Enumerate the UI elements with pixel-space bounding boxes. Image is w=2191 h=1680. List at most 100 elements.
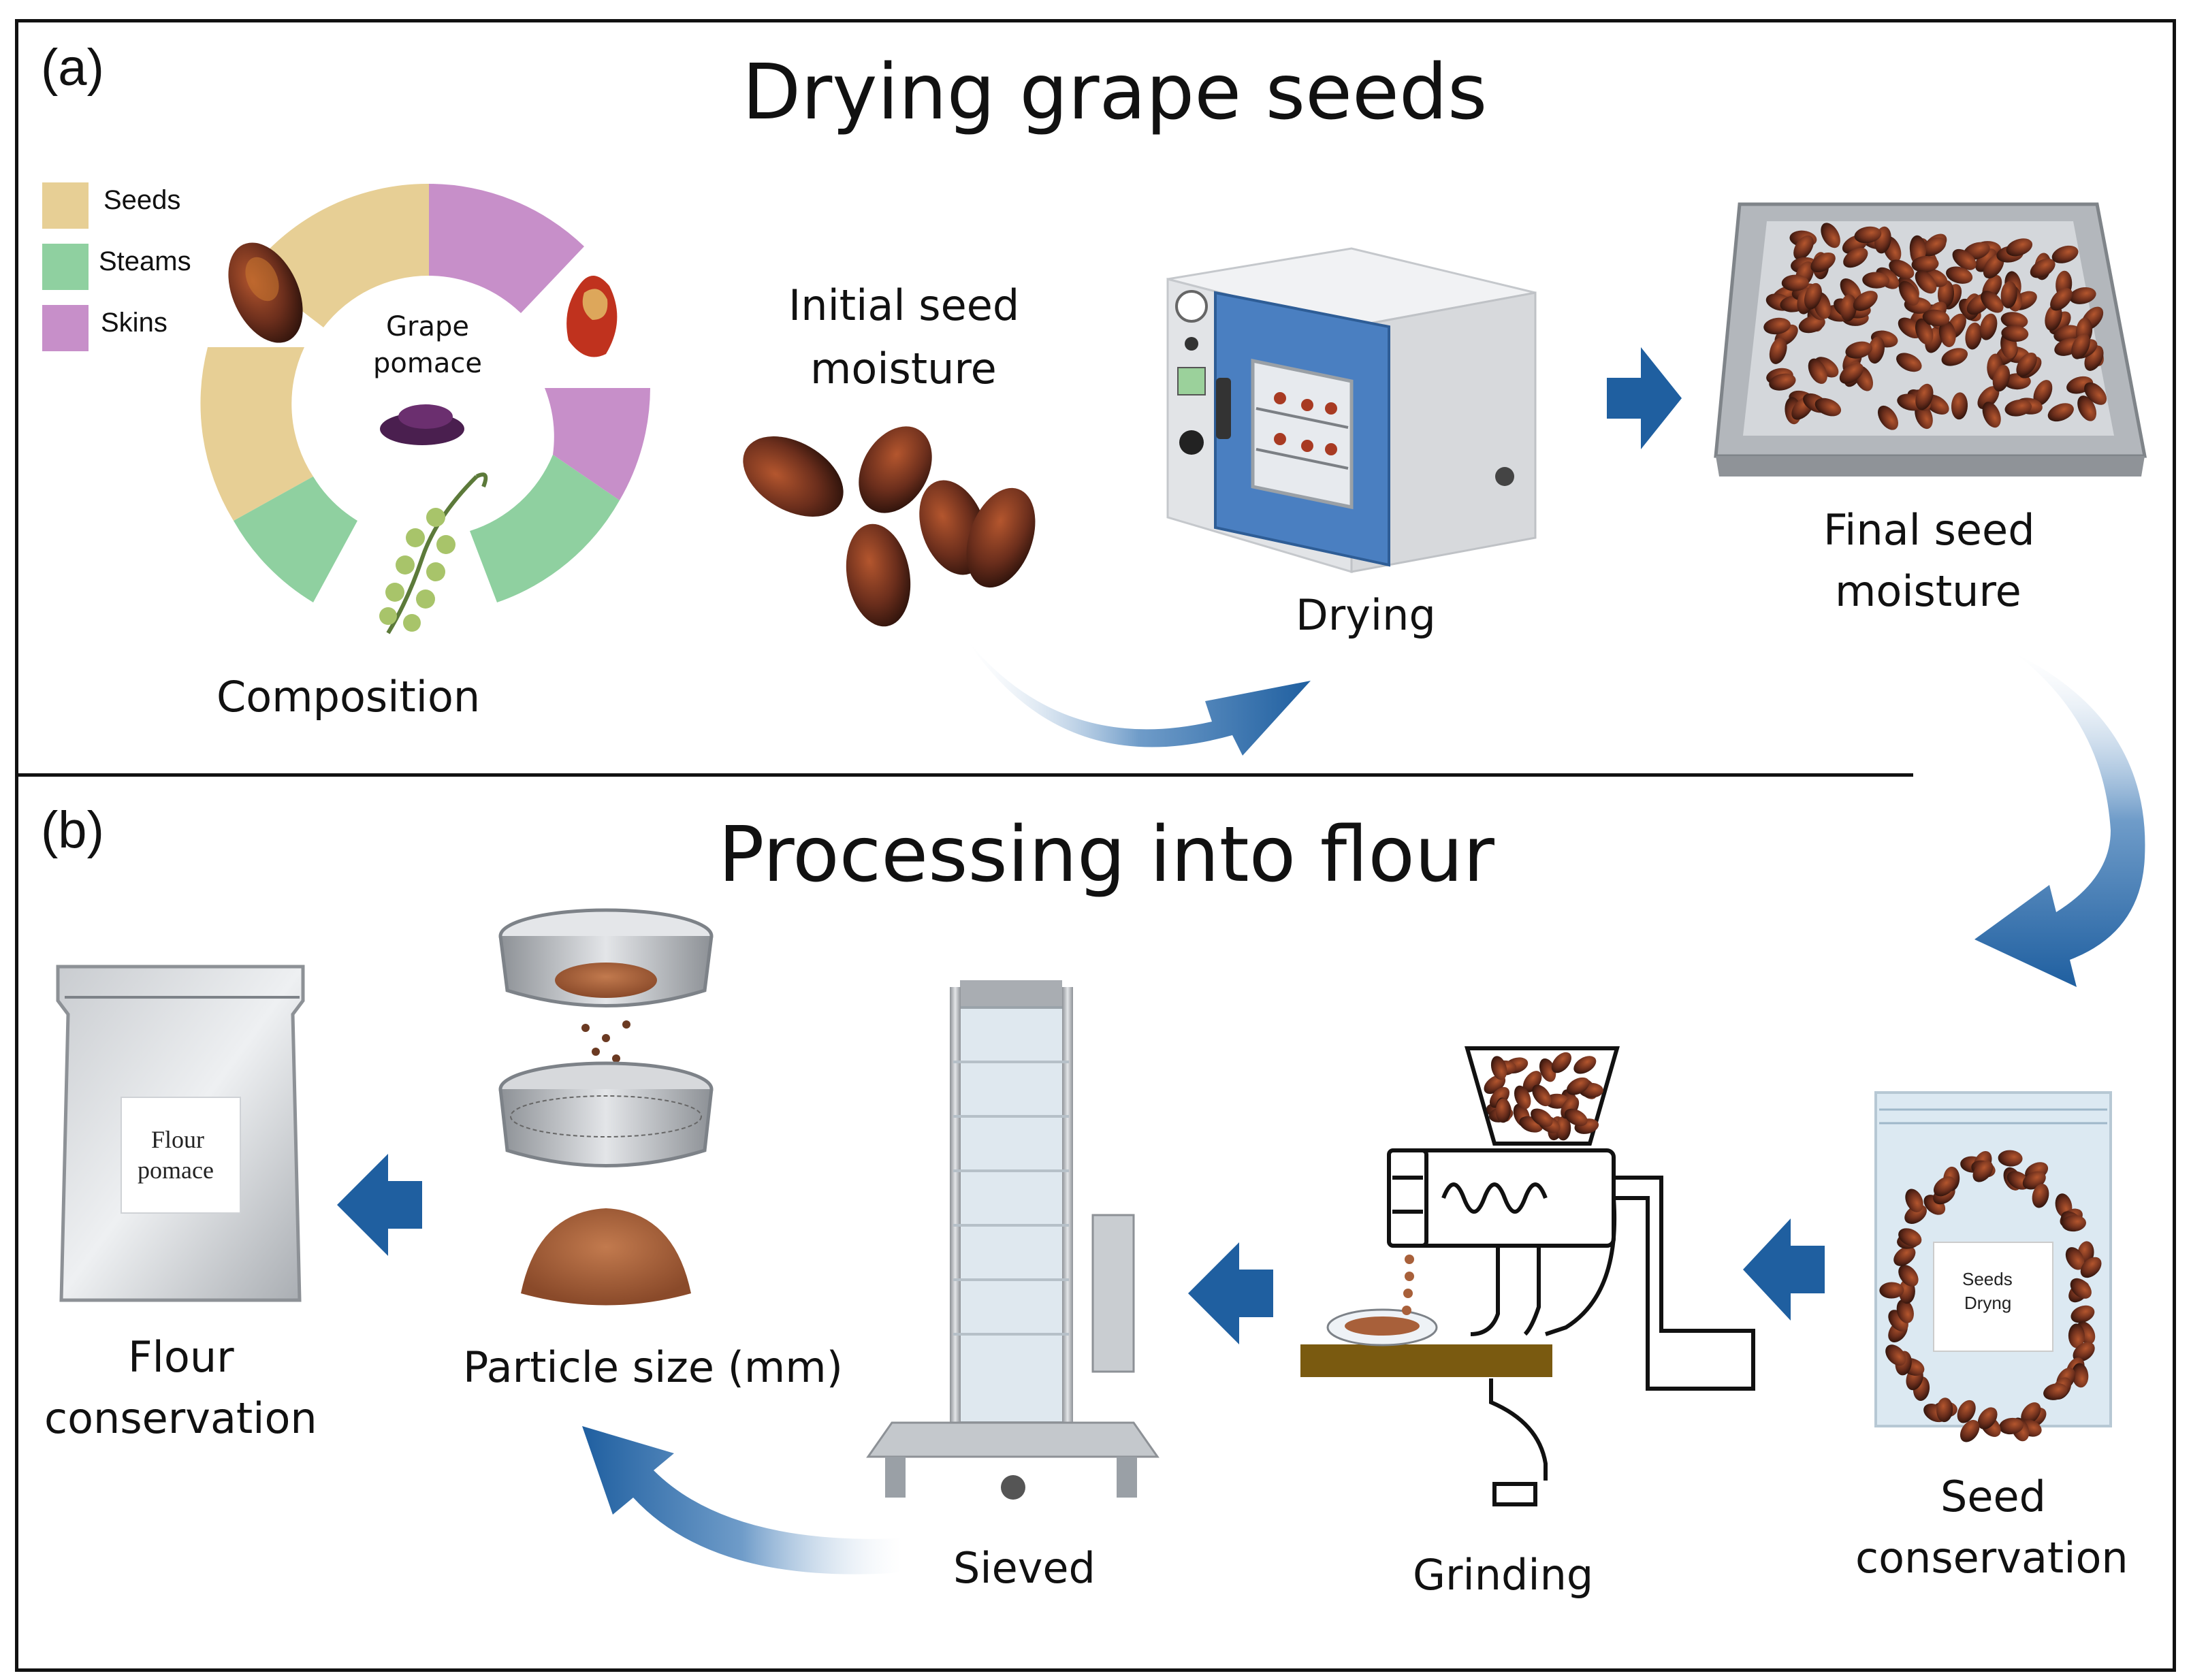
seed-dot: [1998, 1150, 2023, 1167]
flour-pile-icon: [521, 1208, 691, 1306]
legend-label-skins: Skins: [101, 308, 167, 338]
seed-dot: [1893, 1246, 1916, 1266]
seed-dot: [1933, 1176, 1955, 1197]
seed-dot: [1979, 313, 1998, 340]
curved-arrow-to-particle: [582, 1426, 902, 1574]
seed-bag-label-line1: Seeds: [1962, 1269, 2013, 1289]
panel-a-frame: [15, 19, 2176, 779]
seed-dot: [2000, 312, 2028, 329]
seed-dot: [1798, 315, 1825, 334]
seed-dot: [1551, 1052, 1571, 1073]
seed-dot: [1763, 317, 1791, 335]
caption-particle-size: Particle size (mm): [463, 1342, 843, 1392]
seed-dot: [1839, 363, 1864, 384]
seed-dot: [1957, 1400, 1976, 1423]
seed-dot: [1896, 353, 1922, 372]
caption-grinding: Grinding: [1413, 1550, 1594, 1600]
panel-b-title: Processing into flour: [718, 811, 1494, 899]
panel-divider: [15, 773, 1913, 777]
seed-dot: [1992, 365, 2011, 392]
seed-dot: [1938, 320, 1956, 347]
seed-dot: [1531, 1108, 1553, 1127]
seed-dot: [1898, 1228, 1922, 1246]
seed-dot: [1915, 318, 1934, 345]
caption-initial-moisture-line2: moisture: [810, 344, 997, 393]
seed-dot: [2073, 1342, 2095, 1362]
panel-a-tag: (a): [41, 39, 104, 97]
seed-bag-label-line2: Dryng: [1964, 1293, 2012, 1313]
seed-dot: [2032, 1183, 2049, 1208]
seed-dot: [1909, 235, 1926, 263]
legend-label-steams: Steams: [99, 246, 191, 276]
seed-dot: [1965, 322, 1982, 350]
caption-initial-moisture-line1: Initial seed: [788, 280, 1020, 330]
seed-dot: [2001, 325, 2029, 342]
composition-donut: [200, 183, 650, 602]
seed-dot: [1862, 272, 1890, 289]
seed-dot: [1781, 274, 1809, 291]
seed-dot: [1889, 259, 1915, 279]
seed-dot: [1981, 291, 2004, 313]
seed-dot: [1977, 1407, 1998, 1429]
seed-dot: [1977, 386, 2000, 410]
seed-dot: [1840, 294, 1857, 322]
caption-final-moisture-line1: Final seed: [1823, 505, 2035, 555]
arrow-to-sieved: [1188, 1242, 1273, 1344]
bag-seeds: [1879, 1150, 2102, 1442]
seed-dot: [2077, 395, 2096, 421]
caption-flour-conservation-line2: conservation: [44, 1393, 317, 1443]
seed-dot: [1899, 280, 1919, 306]
seed-dot: [1878, 405, 1898, 430]
seed-dot: [1936, 1398, 1953, 1423]
seed-dot: [1898, 1265, 1919, 1287]
seed-dot: [2072, 1363, 2089, 1388]
donut-seeds-left: [200, 347, 313, 521]
seed-dot: [2006, 238, 2033, 257]
initial-seeds-icon: [743, 426, 1036, 627]
seed-dot: [1905, 1189, 1923, 1212]
caption-final-moisture-line2: moisture: [1835, 566, 2021, 616]
seed-dot: [2047, 403, 2074, 422]
seed-dot: [1565, 1108, 1588, 1127]
seed-dot: [2033, 380, 2053, 406]
seed-dot: [1556, 1116, 1571, 1141]
tray-seeds: [1763, 223, 2107, 430]
caption-seed-conservation-line1: Seed: [1940, 1472, 2046, 1521]
seed-dot: [1769, 337, 1787, 364]
seed-dot: [1769, 373, 1796, 391]
seed-dot: [2045, 304, 2062, 331]
caption-composition: Composition: [217, 672, 481, 722]
seed-dot: [1983, 254, 2004, 279]
caption-sieved: Sieved: [953, 1543, 1096, 1593]
seed-dot: [1879, 1282, 1904, 1299]
legend-label-seeds: Seeds: [103, 185, 181, 215]
seed-dot: [1793, 235, 1814, 260]
seed-dot: [1814, 398, 1842, 417]
flour-bag-label-line2: pomace: [138, 1157, 214, 1184]
seed-dot: [1566, 1077, 1590, 1095]
arrow-to-grinding: [1743, 1218, 1825, 1321]
seed-dot: [1853, 291, 1878, 311]
seed-dot: [1495, 1098, 1511, 1123]
drying-oven-icon: [1166, 247, 1537, 574]
seed-dot: [2030, 258, 2056, 278]
flour-bag-label-line1: Flour: [151, 1126, 205, 1153]
sieve-shaker-icon: [866, 980, 1160, 1500]
seed-dot: [1960, 1419, 1980, 1442]
donut-steams-left: [234, 476, 357, 602]
donut-center-label-line2: pomace: [373, 348, 482, 379]
grape-stem-icon: [379, 472, 488, 634]
seed-dot: [2053, 325, 2081, 342]
donut-steams-right: [470, 455, 620, 602]
seed-dot: [2070, 1278, 2092, 1299]
seed-dot: [1911, 256, 1939, 273]
seed-dot: [1999, 1417, 2024, 1435]
seed-dot: [1539, 1058, 1556, 1082]
seed-dot: [2004, 399, 2032, 417]
seed-dot: [2016, 352, 2037, 377]
panel-b-frame: [15, 775, 2176, 1672]
grinder-table: [1300, 1344, 1552, 1377]
legend-swatch-steams: [42, 244, 89, 290]
